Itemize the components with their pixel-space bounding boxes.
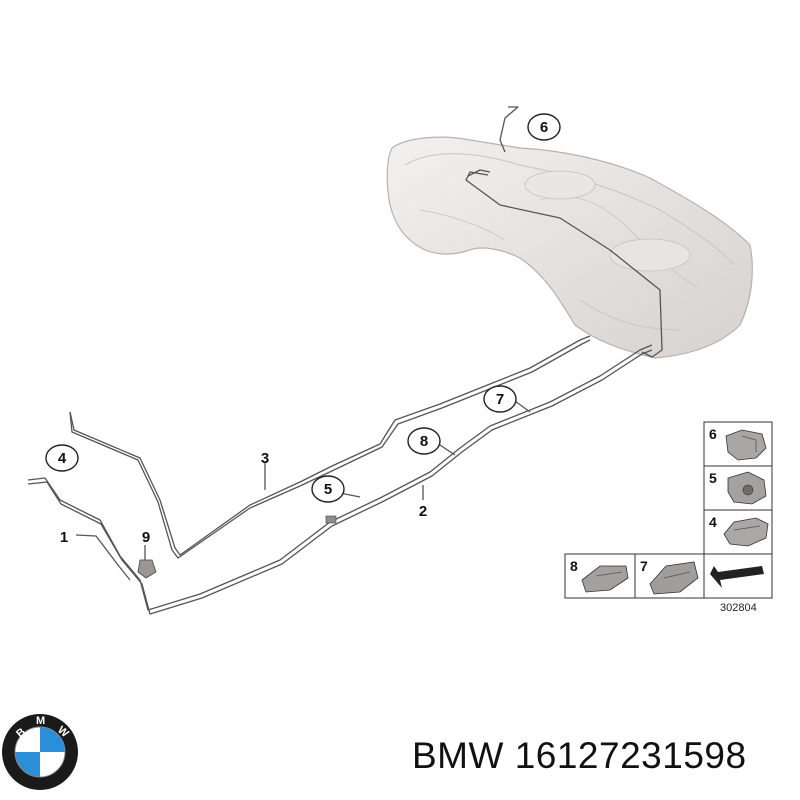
callout-8[interactable]: 8 <box>407 427 441 455</box>
legend-item-4-label: 4 <box>709 514 717 530</box>
callout-5[interactable]: 5 <box>311 475 345 503</box>
legend-direction-box <box>703 553 773 599</box>
legend-item-5-label: 5 <box>709 470 717 486</box>
callout-6-label: 6 <box>540 119 548 136</box>
legend-item-7[interactable]: 7 <box>634 553 705 599</box>
callout-5-label: 5 <box>324 481 332 498</box>
label-3[interactable]: 3 <box>261 450 269 467</box>
bmw-logo: B M W <box>2 714 78 790</box>
legend-item-6[interactable]: 6 <box>703 421 773 467</box>
line-connector <box>325 515 337 524</box>
clip-9-illustration <box>137 559 157 579</box>
legend-item-7-label: 7 <box>640 558 648 574</box>
callout-4[interactable]: 4 <box>45 444 79 472</box>
legend-item-4[interactable]: 4 <box>703 509 773 555</box>
label-2[interactable]: 2 <box>419 503 427 520</box>
callout-6[interactable]: 6 <box>527 113 561 141</box>
diagram-id: 302804 <box>720 602 757 614</box>
legend-item-8-label: 8 <box>570 558 578 574</box>
callout-7-label: 7 <box>496 391 504 408</box>
part-number-caption: BMW 16127231598 <box>412 735 747 776</box>
fuel-tank-illustration <box>386 136 753 359</box>
bmw-logo-letter-m: M <box>36 715 45 727</box>
legend-item-6-label: 6 <box>709 426 717 442</box>
legend-item-5[interactable]: 5 <box>703 465 773 511</box>
label-9[interactable]: 9 <box>142 529 150 546</box>
callout-8-label: 8 <box>420 433 428 450</box>
callout-7[interactable]: 7 <box>483 385 517 413</box>
legend-item-8[interactable]: 8 <box>564 553 636 599</box>
legend-panel: 6 5 4 8 7 <box>564 421 773 614</box>
arrow-icon <box>710 566 764 588</box>
callout-4-label: 4 <box>58 450 67 467</box>
label-1[interactable]: 1 <box>60 529 68 546</box>
